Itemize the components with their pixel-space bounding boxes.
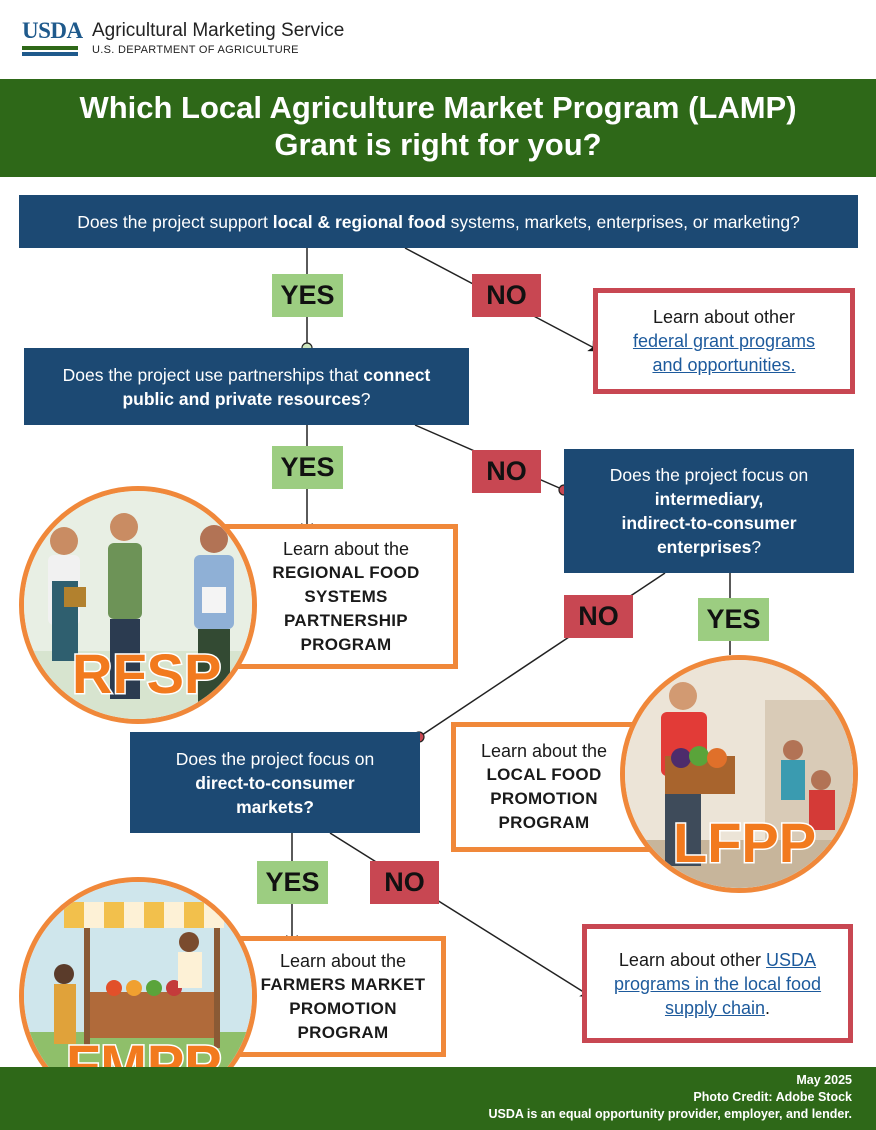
usda-programs-link[interactable]: USDA [766, 949, 817, 970]
no-tag: NO [370, 861, 439, 904]
no-tag: NO [472, 450, 541, 493]
outcome-usda-programs: Learn about other USDA programs in the l… [582, 924, 853, 1043]
no-tag: NO [472, 274, 541, 317]
footer-photo-credit: Photo Credit: Adobe Stock [693, 1090, 852, 1104]
lfpp-photo: LFPP [620, 655, 858, 893]
footer-eeo-statement: USDA is an equal opportunity provider, e… [488, 1107, 852, 1121]
rfsp-photo: RFSP [19, 486, 257, 724]
footer-bar: May 2025 Photo Credit: Adobe Stock USDA … [0, 1067, 876, 1130]
no-tag: NO [564, 595, 633, 638]
outcome-rfsp: Learn about the REGIONAL FOOD SYSTEMS PA… [218, 524, 458, 669]
yes-tag: YES [272, 274, 343, 317]
title-line-1: Which Local Agriculture Market Program (… [79, 90, 797, 125]
agency-name: Agricultural Marketing Service [92, 20, 345, 41]
question-intermediary: Does the project focus on intermediary, … [564, 449, 854, 573]
department-name: U.S. DEPARTMENT OF AGRICULTURE [92, 44, 299, 56]
footer-date: May 2025 [796, 1073, 852, 1087]
usda-programs-link-2[interactable]: programs in the local food [613, 973, 822, 994]
question-partnerships: Does the project use partnerships that c… [24, 348, 469, 425]
rfsp-acronym: RFSP [70, 641, 222, 707]
lfpp-acronym: LFPP [671, 810, 817, 876]
usda-programs-link-3[interactable]: supply chain [664, 997, 766, 1018]
question-direct-to-consumer: Does the project focus on direct-to-cons… [130, 732, 420, 833]
yes-tag: YES [272, 446, 343, 489]
yes-tag: YES [257, 861, 328, 904]
title-banner: Which Local Agriculture Market Program (… [0, 79, 876, 177]
outcome-federal-grants: Learn about other federal grant programs… [593, 288, 855, 394]
yes-tag: YES [698, 598, 769, 641]
connector-q4-no [329, 832, 593, 998]
federal-grants-link-2[interactable]: and opportunities. [652, 355, 796, 375]
title-line-2: Grant is right for you? [274, 127, 602, 162]
question-local-regional: Does the project support local & regiona… [19, 195, 858, 248]
federal-grants-link[interactable]: federal grant programs [632, 331, 816, 351]
usda-logo[interactable]: USDA [22, 18, 83, 60]
